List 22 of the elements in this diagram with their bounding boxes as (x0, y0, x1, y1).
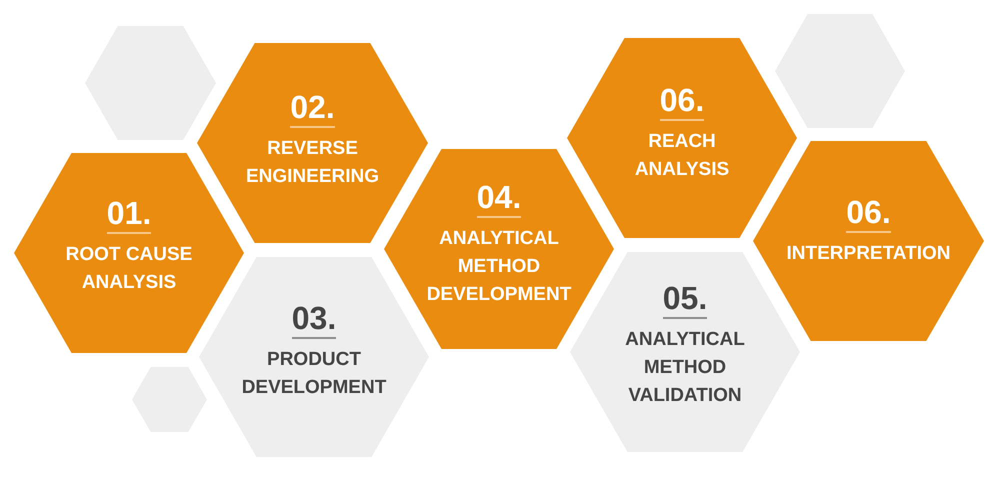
hexagon-tile (197, 43, 428, 243)
step-number: 06. (846, 196, 891, 233)
step-title: ROOT CAUSE ANALYSIS (64, 243, 194, 295)
step-title: ANALYTICAL METHOD DEVELOPMENT (426, 227, 572, 307)
hexagon-tile (14, 153, 244, 353)
hexagon-tile (753, 141, 984, 341)
step-title: REVERSE ENGINEERING (244, 137, 380, 189)
hexagon-tile (199, 257, 429, 457)
hexagon-tile (567, 38, 797, 238)
step-title: INTERPRETATION (786, 242, 952, 266)
step-number: 04. (476, 181, 522, 218)
hexagon-tile (775, 14, 905, 128)
step-number: 05. (662, 282, 708, 319)
step-number: 02. (290, 91, 335, 128)
step-title: REACH ANALYSIS (634, 130, 730, 182)
step-number: 01. (106, 197, 152, 234)
hexagon-tile (85, 26, 216, 140)
step-title: ANALYTICAL METHOD VALIDATION (624, 328, 746, 408)
hexagon-tile (384, 149, 614, 349)
step-number: 06. (660, 84, 704, 121)
step-number: 03. (292, 302, 336, 339)
step-title: PRODUCT DEVELOPMENT (240, 348, 388, 400)
